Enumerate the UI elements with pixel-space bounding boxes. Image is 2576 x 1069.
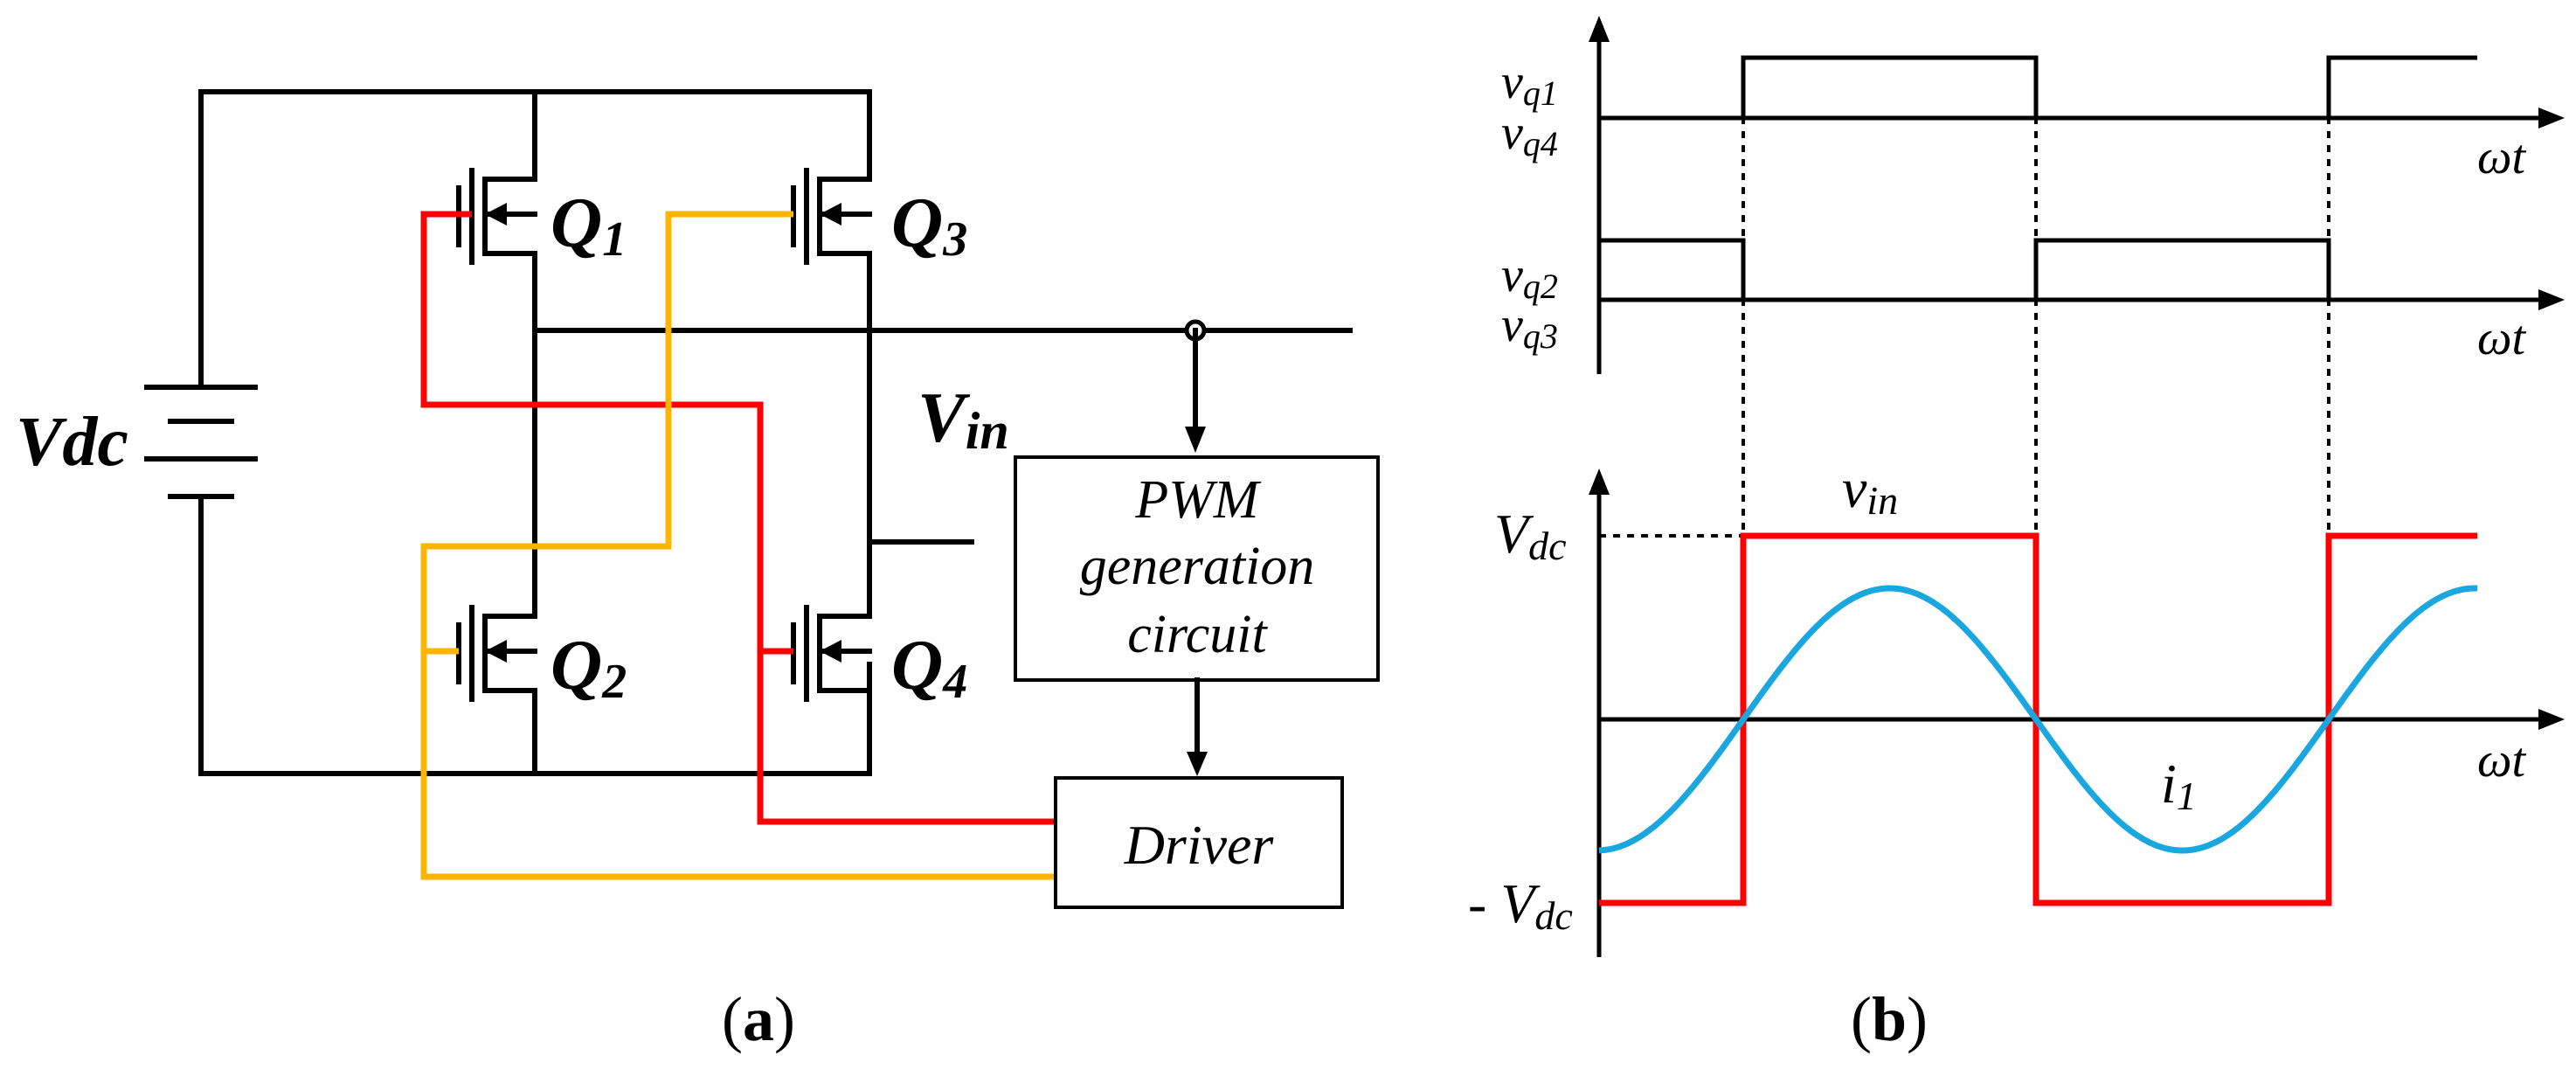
pwm-line-2: generation — [1080, 537, 1315, 596]
mosfet-q4 — [791, 600, 872, 702]
measurement-arrow-head — [1185, 427, 1206, 453]
pwm-generation-block — [1014, 455, 1380, 682]
wt-label-2: ωt — [2477, 311, 2527, 365]
i1-waveform — [1598, 585, 2477, 854]
axis-1-x-arrow — [2538, 108, 2565, 128]
vq2-vq3-waveform — [1599, 238, 2331, 300]
mosfet-q3 — [791, 163, 872, 265]
q3-label: Q3 — [891, 183, 967, 267]
vq2-label: vq2 — [1501, 248, 1558, 306]
vin-label: Vin — [918, 378, 1009, 460]
caption-a: (a) — [722, 984, 795, 1054]
vq1-vq4-waveform — [1741, 55, 2477, 118]
axis-3-y-arrow — [1589, 469, 1610, 495]
pwm-to-driver-arrow — [1187, 752, 1208, 776]
vin-waveform-label: vin — [1842, 457, 1898, 523]
q1-label: Q1 — [551, 183, 627, 267]
battery-symbol — [144, 385, 258, 499]
vq1-label: vq1 — [1501, 55, 1558, 113]
neg-vdc-tick-label: - Vdc — [1468, 872, 1573, 938]
axis-2-x-arrow — [2538, 289, 2565, 310]
gate-wire-q1 — [420, 211, 1056, 825]
vq4-label: vq4 — [1501, 106, 1558, 163]
q2-label: Q2 — [551, 625, 627, 709]
driver-label: Driver — [1124, 814, 1275, 876]
mosfet-q2 — [456, 600, 537, 702]
axis-3-x-arrow — [2538, 709, 2565, 730]
gate-wire-q3 — [420, 211, 1056, 880]
caption-b: (b) — [1851, 984, 1928, 1054]
vdc-tick-label: Vdc — [1494, 503, 1567, 568]
i1-waveform-label: i1 — [2161, 753, 2197, 818]
wt-label-1: ωt — [2477, 130, 2527, 184]
pwm-line-1: PWM — [1134, 470, 1262, 530]
dc-top-wire — [198, 89, 872, 169]
driver-block — [1054, 776, 1344, 909]
vq3-label: vq3 — [1501, 298, 1558, 356]
wt-label-3: ωt — [2477, 733, 2527, 788]
panel-b-waveforms: vq1 vq4 vq2 vq3 ωt ωt ωt Vdc - Vdc vin i… — [1468, 16, 2565, 1054]
pwm-line-3: circuit — [1127, 605, 1268, 664]
q4-label: Q4 — [891, 625, 967, 709]
panel-a-circuit: Vdc — [16, 89, 1380, 1054]
axis-1-y-arrow — [1589, 16, 1610, 42]
vdc-label: Vdc — [16, 404, 128, 481]
